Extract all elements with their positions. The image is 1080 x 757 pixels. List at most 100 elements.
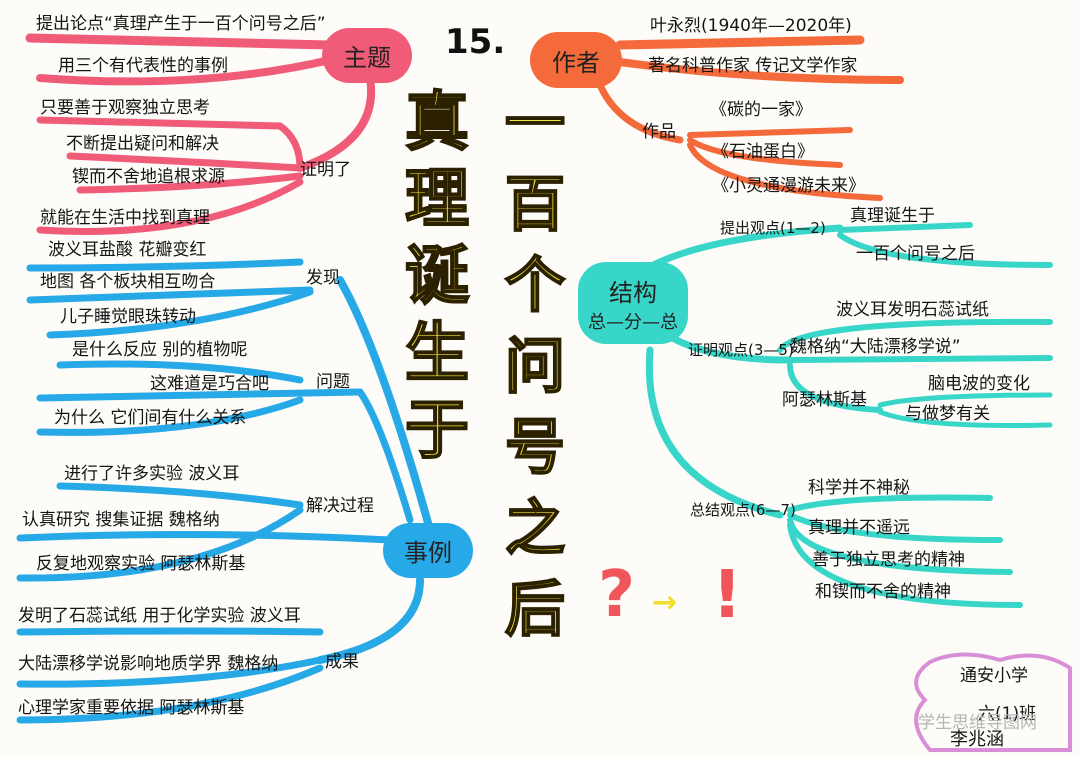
title-char: 问 — [504, 331, 566, 403]
title-char: 诞 — [404, 238, 470, 315]
examples-group-label: 成果 — [325, 652, 359, 672]
author-line — [596, 81, 684, 144]
title-char: 后 — [504, 574, 566, 646]
examples-hub: 事例 — [383, 523, 473, 578]
title-char: 真 — [404, 84, 470, 161]
structure-group-label: 证明观点(3—5) — [688, 341, 794, 359]
proof-label: 证明了 — [300, 160, 351, 180]
theme-item: 提出论点“真理产生于一百个问号之后” — [36, 14, 326, 34]
author-label: 作者 — [552, 48, 600, 77]
examples-item: 波义耳盐酸 花瓣变红 — [48, 240, 207, 260]
structure-line — [777, 318, 1053, 353]
structure-line — [645, 346, 784, 519]
examples-item: 地图 各个板块相互吻合 — [40, 272, 216, 292]
question-mark: ? — [598, 558, 636, 632]
examples-line — [16, 530, 394, 544]
theme-line — [36, 178, 304, 235]
title-char: 一 — [504, 88, 566, 160]
examples-item: 是什么反应 别的植物呢 — [72, 340, 248, 360]
structure-subitem: 与做梦有关 — [905, 404, 990, 424]
signature-class: 六(1)班 — [978, 704, 1037, 724]
works-item: 《石油蛋白》 — [712, 142, 814, 162]
structure-group-label: 总结观点(6—7) — [690, 501, 796, 519]
structure-hub: 结构 总—分—总 — [578, 262, 688, 344]
structure-line — [787, 522, 1023, 608]
theme-line — [36, 56, 334, 86]
examples-line — [46, 288, 314, 339]
examples-line — [36, 388, 364, 402]
arrow-right-icon: → — [652, 585, 678, 620]
structure-item: 真理诞生于 — [850, 206, 935, 226]
structure-item: 善于独立思考的精神 — [812, 550, 965, 570]
examples-item: 反复地观察实验 阿瑟林斯基 — [36, 554, 246, 574]
structure-subitem: 脑电波的变化 — [928, 374, 1030, 394]
title-char: 于 — [404, 392, 470, 469]
examples-group-label: 解决过程 — [306, 496, 374, 516]
title-char: 号 — [504, 412, 566, 484]
examples-line — [16, 506, 304, 582]
theme-line — [66, 152, 304, 172]
examples-line — [36, 396, 304, 436]
title-char: 生 — [404, 315, 470, 392]
examples-line — [56, 360, 304, 384]
examples-item: 这难道是巧合吧 — [150, 374, 269, 394]
theme-hub: 主题 — [322, 28, 412, 83]
structure-item: 真理并不遥远 — [808, 518, 910, 538]
structure-sublabel: 总—分—总 — [588, 311, 678, 333]
title-char: 理 — [404, 161, 470, 238]
examples-item: 认真研究 搜集证据 魏格纳 — [22, 510, 220, 530]
author-line — [687, 137, 843, 168]
structure-item: 一百个问号之后 — [856, 244, 975, 264]
author-line — [616, 58, 904, 84]
structure-line — [837, 222, 973, 233]
proof-item: 锲而不舍地追根求源 — [72, 167, 225, 187]
works-item: 《碳的一家》 — [710, 100, 812, 120]
proof-item: 不断提出疑问和解决 — [66, 134, 219, 154]
exclamation-mark: ! — [712, 556, 743, 633]
proof-item: 只要善于观察独立思考 — [40, 98, 210, 118]
author-line — [687, 127, 853, 138]
examples-item: 心理学家重要依据 阿瑟林斯基 — [18, 698, 245, 718]
title-left-column: 真理诞生于 — [392, 84, 482, 469]
structure-line — [787, 517, 1013, 575]
examples-label: 事例 — [404, 539, 452, 567]
examples-item: 为什么 它们间有什么关系 — [54, 408, 247, 428]
signature-cloud — [914, 652, 1072, 752]
examples-line — [16, 664, 324, 724]
structure-label: 结构 — [609, 278, 657, 307]
title-char: 百 — [504, 169, 566, 241]
examples-line — [16, 627, 324, 636]
structure-line — [877, 392, 1053, 408]
structure-line — [787, 494, 993, 513]
examples-line — [26, 286, 314, 304]
signature-school: 通安小学 — [960, 666, 1028, 686]
examples-item: 进行了许多实验 波义耳 — [64, 464, 240, 484]
title-right-column: 一百个问号之后 — [490, 84, 580, 651]
author-line — [687, 142, 883, 201]
structure-line — [787, 362, 883, 413]
title-char: 个 — [504, 250, 566, 322]
examples-line — [316, 576, 424, 664]
theme-label: 主题 — [343, 44, 391, 72]
examples-line — [26, 258, 304, 272]
examples-item: 儿子睡觉眼珠转动 — [60, 307, 196, 327]
lesson-number: 15. — [445, 22, 506, 62]
structure-item: 科学并不神秘 — [808, 478, 910, 498]
author-line — [615, 35, 865, 50]
works-item: 《小灵通漫游未来》 — [712, 176, 865, 196]
structure-group-label: 提出观点(1—2) — [720, 219, 826, 237]
examples-item: 大陆漂移学说影响地质学界 魏格纳 — [18, 654, 279, 674]
examples-group-label: 发现 — [306, 268, 340, 288]
signature-name: 李兆涵 — [950, 729, 1004, 750]
title-char: 之 — [504, 493, 566, 565]
theme-item: 用三个有代表性的事例 — [58, 56, 228, 76]
examples-item: 发明了石蕊试纸 用于化学实验 波义耳 — [18, 606, 301, 626]
structure-item: 魏格纳“大陆漂移学说” — [790, 337, 961, 357]
works-label: 作品 — [642, 122, 676, 142]
author-hub: 作者 — [530, 32, 622, 88]
examples-line — [336, 276, 434, 534]
watermark: 学生思维导图网 — [918, 713, 1037, 733]
theme-line — [76, 172, 304, 194]
